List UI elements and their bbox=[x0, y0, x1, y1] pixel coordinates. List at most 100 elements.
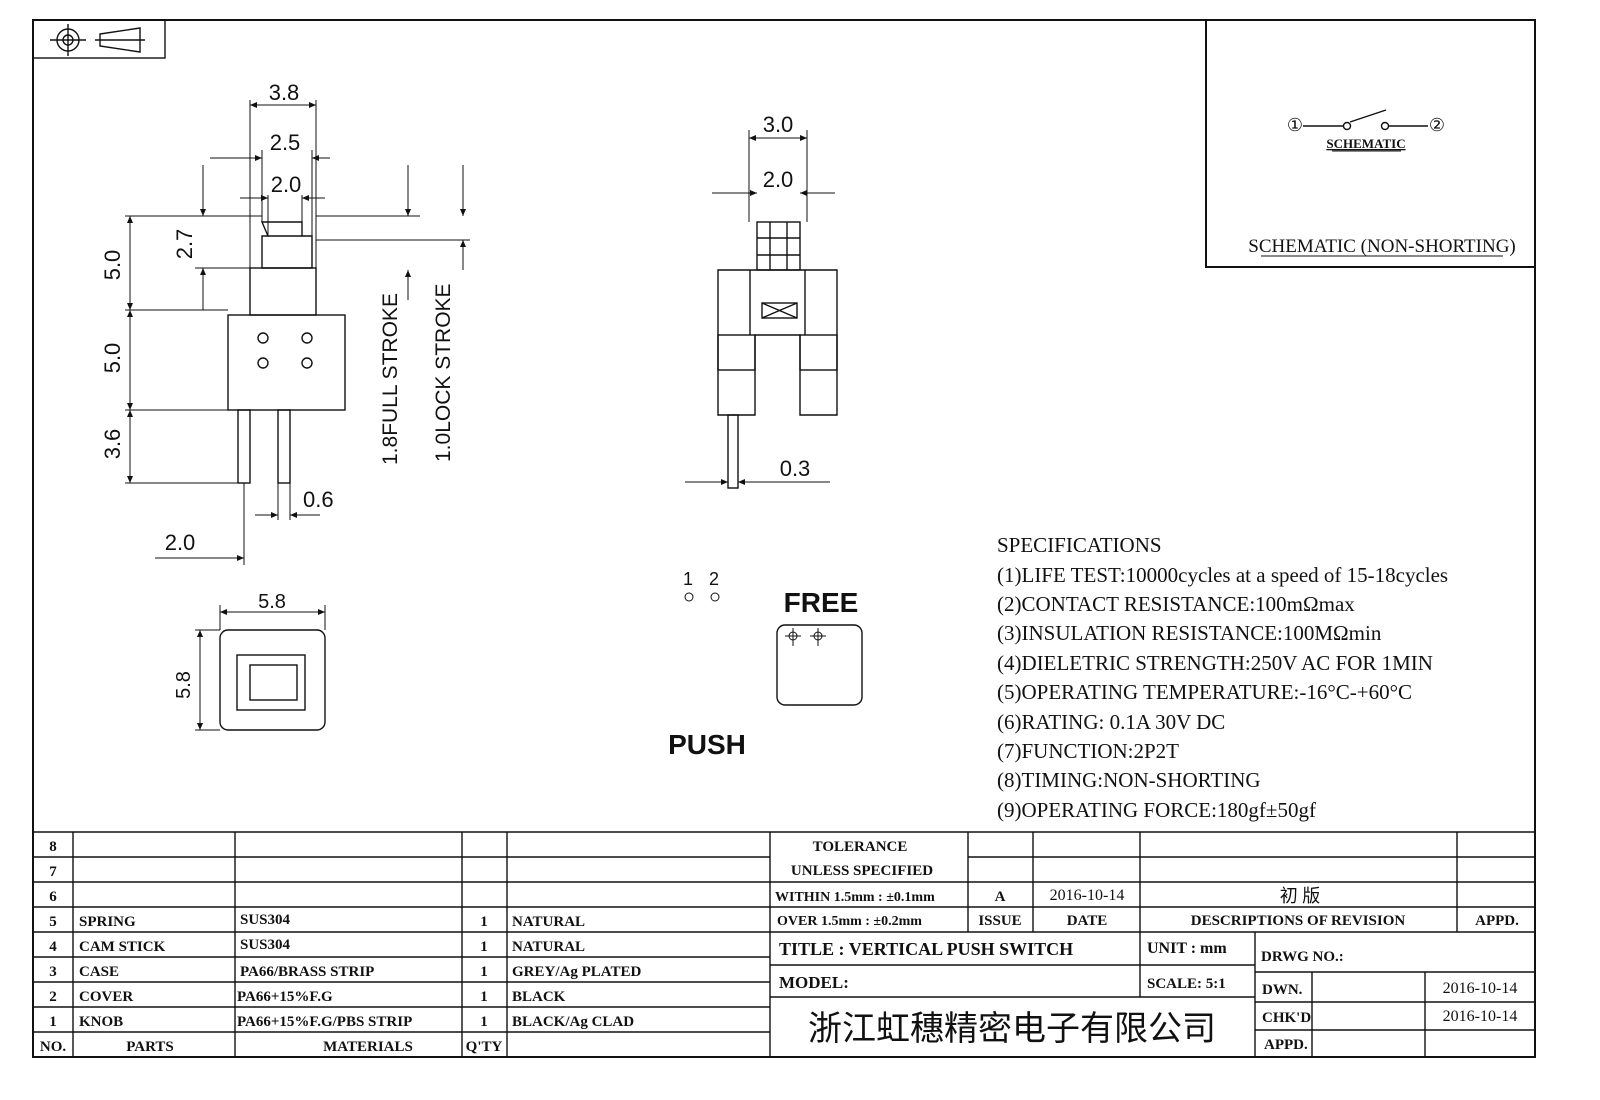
svg-text:1: 1 bbox=[480, 989, 488, 1005]
schematic-caption: SCHEMATIC bbox=[1326, 136, 1405, 151]
specifications: SPECIFICATIONS (1)LIFE TEST:10000cycles … bbox=[997, 533, 1448, 822]
schematic-panel: ① ② SCHEMATIC SCHEMATIC (NON-SHORTING) bbox=[1205, 19, 1536, 268]
dim-top-width: 3.8 bbox=[269, 80, 300, 105]
dim-top-view-height: 5.8 bbox=[173, 671, 195, 699]
specifications-heading: SPECIFICATIONS bbox=[997, 533, 1162, 557]
svg-text:1: 1 bbox=[480, 1014, 488, 1030]
dim-mid-width: 2.5 bbox=[270, 130, 301, 155]
svg-text:NATURAL: NATURAL bbox=[512, 914, 585, 930]
svg-text:PA66/BRASS STRIP: PA66/BRASS STRIP bbox=[240, 964, 374, 980]
spec-item: (1)LIFE TEST:10000cycles at a speed of 1… bbox=[997, 563, 1448, 587]
tolerance-over: OVER 1.5mm : ±0.2mm bbox=[777, 914, 922, 929]
svg-text:SUS304: SUS304 bbox=[240, 912, 291, 928]
table-row: 4 CAM STICK SUS304 1 NATURAL bbox=[49, 937, 585, 955]
svg-text:CASE: CASE bbox=[79, 964, 119, 980]
dim-top-view-width: 5.8 bbox=[258, 591, 286, 613]
scale-label: SCALE: 5:1 bbox=[1147, 976, 1226, 992]
header-approved: APPD. bbox=[1475, 913, 1519, 929]
spec-item: (5)OPERATING TEMPERATURE:-16°C-+60°C bbox=[997, 680, 1412, 704]
svg-text:1: 1 bbox=[480, 914, 488, 930]
tolerance-within: WITHIN 1.5mm : ±0.1mm bbox=[775, 890, 935, 905]
spec-item: (3)INSULATION RESISTANCE:100MΩmin bbox=[997, 621, 1382, 645]
svg-text:PA66+15%F.G/PBS STRIP: PA66+15%F.G/PBS STRIP bbox=[237, 1014, 412, 1030]
svg-text:BLACK: BLACK bbox=[512, 989, 566, 1005]
drawn-label: DWN. bbox=[1262, 982, 1303, 998]
svg-text:CAM STICK: CAM STICK bbox=[79, 939, 166, 955]
pin-2-label: 2 bbox=[709, 569, 719, 589]
tolerance-label: TOLERANCE bbox=[813, 839, 908, 855]
svg-text:SUS304: SUS304 bbox=[240, 937, 291, 953]
schematic-node-1: ① bbox=[1287, 115, 1303, 135]
spec-item: (6)RATING: 0.1A 30V DC bbox=[997, 710, 1225, 734]
svg-text:COVER: COVER bbox=[79, 989, 133, 1005]
dim-pin-length: 3.6 bbox=[100, 429, 125, 460]
dim-full-stroke: 1.8FULL STROKE bbox=[379, 293, 402, 465]
dim-upper-height: 5.0 bbox=[100, 250, 125, 281]
free-state-label: FREE bbox=[784, 587, 859, 618]
schematic-title: SCHEMATIC (NON-SHORTING) bbox=[1248, 236, 1516, 257]
table-row: 1 KNOB PA66+15%F.G/PBS STRIP 1 BLACK/Ag … bbox=[49, 1014, 634, 1030]
drawn-date: 2016-10-14 bbox=[1443, 980, 1518, 997]
checked-label: CHK'D bbox=[1262, 1010, 1311, 1026]
parts-table-grid bbox=[33, 831, 1535, 1057]
front-view: 3.0 2.0 0.3 bbox=[685, 112, 838, 489]
drawing-number-label: DRWG NO.: bbox=[1261, 949, 1344, 965]
svg-text:4: 4 bbox=[49, 939, 57, 955]
svg-text:PA66+15%F.G: PA66+15%F.G bbox=[237, 989, 333, 1005]
approved-label: APPD. bbox=[1264, 1037, 1308, 1053]
dim-lock-stroke: 1.0LOCK STROKE bbox=[432, 283, 455, 462]
pin-layout: 1 2 FREE PUSH bbox=[668, 569, 863, 760]
drawing-title: TITLE : VERTICAL PUSH SWITCH bbox=[779, 939, 1073, 959]
header-description: DESCRIPTIONS OF REVISION bbox=[1191, 913, 1406, 929]
top-view: 5.8 5.8 bbox=[173, 591, 326, 731]
unit-label: UNIT : mm bbox=[1147, 940, 1227, 957]
svg-text:1: 1 bbox=[49, 1014, 57, 1030]
svg-text:BLACK/Ag CLAD: BLACK/Ag CLAD bbox=[512, 1014, 634, 1030]
dim-front-inner-width: 2.0 bbox=[763, 167, 794, 192]
model-label: MODEL: bbox=[779, 973, 849, 992]
spec-item: (4)DIELETRIC STRENGTH:250V AC FOR 1MIN bbox=[997, 651, 1433, 675]
svg-text:SPRING: SPRING bbox=[79, 914, 136, 930]
pin-1-label: 1 bbox=[683, 569, 693, 589]
tolerance-label-2: UNLESS SPECIFIED bbox=[791, 863, 933, 879]
header-issue: ISSUE bbox=[978, 913, 1021, 929]
svg-text:1: 1 bbox=[480, 939, 488, 955]
table-row: 3 CASE PA66/BRASS STRIP 1 GREY/Ag PLATED bbox=[49, 964, 641, 980]
row-no: 8 bbox=[49, 839, 57, 855]
dim-front-outer-width: 3.0 bbox=[763, 112, 794, 137]
dim-knob-height: 2.7 bbox=[172, 229, 197, 260]
dim-pin-thickness: 0.3 bbox=[780, 456, 811, 481]
svg-text:GREY/Ag PLATED: GREY/Ag PLATED bbox=[512, 964, 641, 980]
dim-knob-width: 2.0 bbox=[271, 172, 302, 197]
table-row: 5 SPRING SUS304 1 NATURAL bbox=[49, 912, 585, 930]
header-parts: PARTS bbox=[126, 1039, 174, 1055]
revision-date: 2016-10-14 bbox=[1050, 887, 1125, 904]
spec-item: (9)OPERATING FORCE:180gf±50gf bbox=[997, 798, 1316, 822]
row-no: 6 bbox=[49, 889, 57, 905]
row-no: 7 bbox=[49, 864, 57, 880]
svg-text:KNOB: KNOB bbox=[79, 1014, 123, 1030]
svg-text:1: 1 bbox=[480, 964, 488, 980]
header-date: DATE bbox=[1067, 913, 1108, 929]
header-materials: MATERIALS bbox=[323, 1039, 413, 1055]
spec-item: (8)TIMING:NON-SHORTING bbox=[997, 768, 1261, 792]
table-row: 2 COVER PA66+15%F.G 1 BLACK bbox=[49, 989, 565, 1005]
svg-text:NATURAL: NATURAL bbox=[512, 939, 585, 955]
svg-text:5: 5 bbox=[49, 914, 57, 930]
dim-body-height: 5.0 bbox=[100, 343, 125, 374]
checked-date: 2016-10-14 bbox=[1443, 1008, 1518, 1025]
push-state-label: PUSH bbox=[668, 729, 746, 760]
company-name: 浙江虹穗精密电子有限公司 bbox=[808, 1010, 1216, 1048]
spec-item: (2)CONTACT RESISTANCE:100mΩmax bbox=[997, 592, 1355, 616]
dim-pin-pitch: 2.0 bbox=[165, 530, 196, 555]
schematic-node-2: ② bbox=[1429, 115, 1445, 135]
projection-symbol-icon bbox=[32, 19, 166, 59]
drawing-border bbox=[32, 19, 1536, 1058]
revision-description: 初 版 bbox=[1280, 886, 1321, 906]
side-view: 3.8 2.5 2.0 5.0 5.0 3.6 2.7 1.8FULL STRO… bbox=[100, 80, 470, 565]
svg-text:2: 2 bbox=[49, 989, 57, 1005]
revision-issue: A bbox=[995, 889, 1006, 905]
dim-pin-width: 0.6 bbox=[303, 487, 334, 512]
